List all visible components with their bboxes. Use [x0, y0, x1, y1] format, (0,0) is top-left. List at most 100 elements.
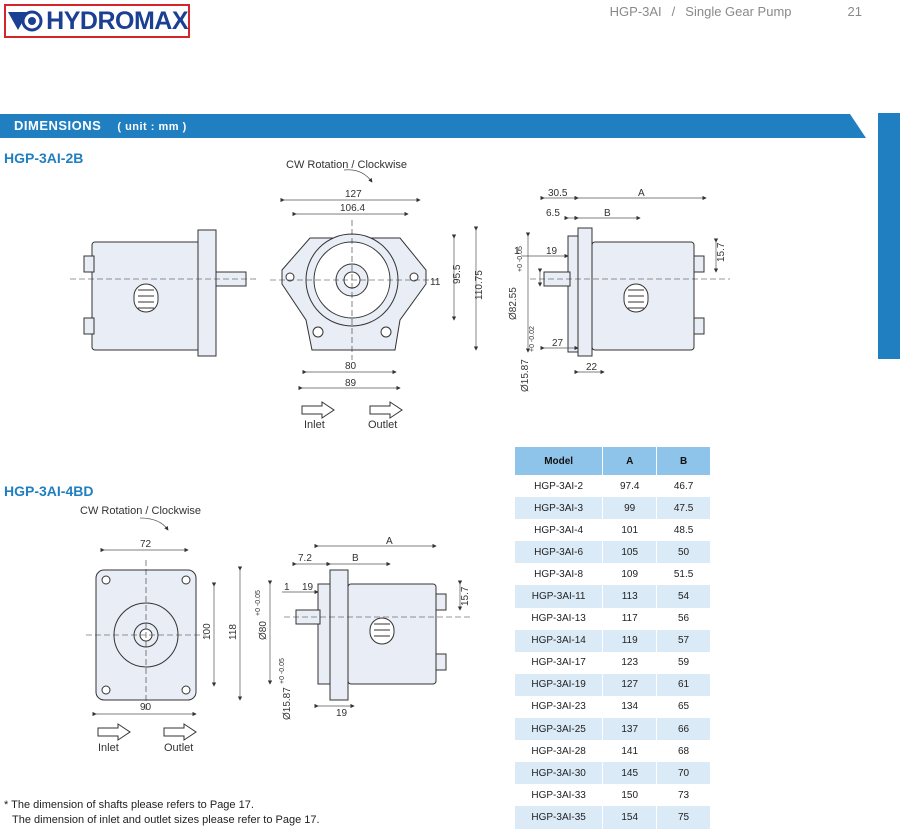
tol-82-55: +0 -0.05 [517, 246, 524, 272]
dim-b-2b: B [604, 208, 611, 219]
dim-22: 22 [586, 362, 598, 373]
tol-15-87-2b: +0 -0.02 [529, 326, 536, 352]
cell-a: 141 [602, 740, 658, 763]
cell-b: 48.5 [656, 519, 711, 542]
dim-19b-4bd: 19 [336, 708, 348, 719]
section-title-2b: HGP-3AI-2B [4, 150, 84, 166]
cell-model: HGP-3AI-3 [515, 497, 604, 520]
cell-b: 75 [656, 806, 711, 829]
cell-a: 99 [602, 497, 658, 520]
cell-a: 105 [602, 541, 658, 564]
pump-side-view-4bd [284, 569, 470, 701]
cell-a: 137 [602, 718, 658, 741]
cell-a: 145 [602, 762, 658, 785]
cell-b: 50 [656, 541, 711, 564]
cell-b: 70 [656, 762, 711, 785]
dim-b-4bd: B [352, 553, 359, 564]
dim-15-87-4bd: Ø15.87 [282, 687, 293, 720]
rotation-label-4bd: CW Rotation / Clockwise [80, 505, 201, 517]
inlet-label-4bd: Inlet [98, 742, 119, 754]
header-separator: / [671, 4, 676, 19]
cell-a: 109 [602, 563, 658, 586]
dim-a-4bd: A [386, 536, 393, 547]
dim-82-55: Ø82.55 [508, 287, 519, 320]
footnotes: * The dimension of shafts please refers … [4, 798, 320, 828]
header-a: A [602, 447, 658, 475]
inlet-label-2b: Inlet [304, 419, 325, 431]
header-model: Model [515, 447, 604, 475]
side-tab [878, 113, 900, 359]
tol-15-87-4bd: +0 -0.05 [279, 658, 286, 684]
cell-model: HGP-3AI-4 [515, 519, 604, 542]
cell-b: 54 [656, 585, 711, 608]
table-header-row: Model A B [515, 447, 711, 475]
pump-rear-view-2b [530, 227, 730, 357]
cell-a: 127 [602, 673, 658, 696]
inlet-arrow-icon-2b [301, 401, 335, 419]
cell-model: HGP-3AI-35 [515, 806, 604, 829]
cell-model: HGP-3AI-8 [515, 563, 604, 586]
section-title-4bd: HGP-3AI-4BD [4, 483, 94, 499]
cell-b: 56 [656, 607, 711, 630]
inlet-arrow-icon-4bd [97, 723, 131, 741]
header-product: Single Gear Pump [685, 4, 792, 19]
cell-a: 119 [602, 629, 658, 652]
pump-front-view-4bd [86, 560, 206, 710]
dim-27: 27 [552, 338, 564, 349]
dim-100: 100 [202, 623, 213, 640]
dim-15-7-4bd: 15.7 [460, 586, 471, 606]
dim-106-4: 106.4 [340, 203, 365, 214]
dim-19-4bd: 19 [302, 582, 314, 593]
dim-a-2b: A [638, 188, 645, 199]
cell-a: 134 [602, 695, 658, 719]
cell-model: HGP-3AI-6 [515, 541, 604, 564]
cell-model: HGP-3AI-14 [515, 629, 604, 652]
cell-model: HGP-3AI-25 [515, 718, 604, 741]
cell-model: HGP-3AI-28 [515, 740, 604, 763]
cell-model: HGP-3AI-19 [515, 673, 604, 696]
brand-logo: HYDROMAX [4, 4, 190, 38]
footnote-ports: The dimension of inlet and outlet sizes … [12, 814, 320, 826]
cell-model: HGP-3AI-33 [515, 784, 604, 807]
pump-side-view-2b [70, 229, 256, 357]
cell-model: HGP-3AI-13 [515, 607, 604, 630]
cell-model: HGP-3AI-30 [515, 762, 604, 785]
dim-80-4bd: Ø80 [258, 621, 269, 640]
cell-b: 68 [656, 740, 711, 763]
tol-80-4bd: +0 -0.05 [255, 590, 262, 616]
banner-title: DIMENSIONS( unit : mm ) [14, 118, 187, 133]
drawing-2b: CW Rotation / Clockwise 127 106.4 11 95.… [70, 159, 730, 431]
pump-front-view-2b [270, 220, 440, 360]
dim-127: 127 [345, 189, 362, 200]
header-model: HGP-3AI [609, 4, 662, 19]
banner-title-text: DIMENSIONS [14, 118, 102, 133]
dim-80: 80 [345, 361, 357, 372]
outlet-label-4bd: Outlet [164, 742, 193, 754]
outlet-arrow-icon-2b [369, 401, 403, 419]
header-b: B [656, 447, 711, 475]
cell-a: 117 [602, 607, 658, 630]
cell-a: 123 [602, 651, 658, 674]
dim-30-5: 30.5 [548, 188, 568, 199]
dim-7-2: 7.2 [298, 553, 312, 564]
cell-b: 57 [656, 629, 711, 652]
dim-15-7: 15.7 [716, 242, 727, 262]
cell-a: 101 [602, 519, 658, 542]
cell-b: 51.5 [656, 563, 711, 586]
dim-1: 1 [514, 246, 520, 257]
